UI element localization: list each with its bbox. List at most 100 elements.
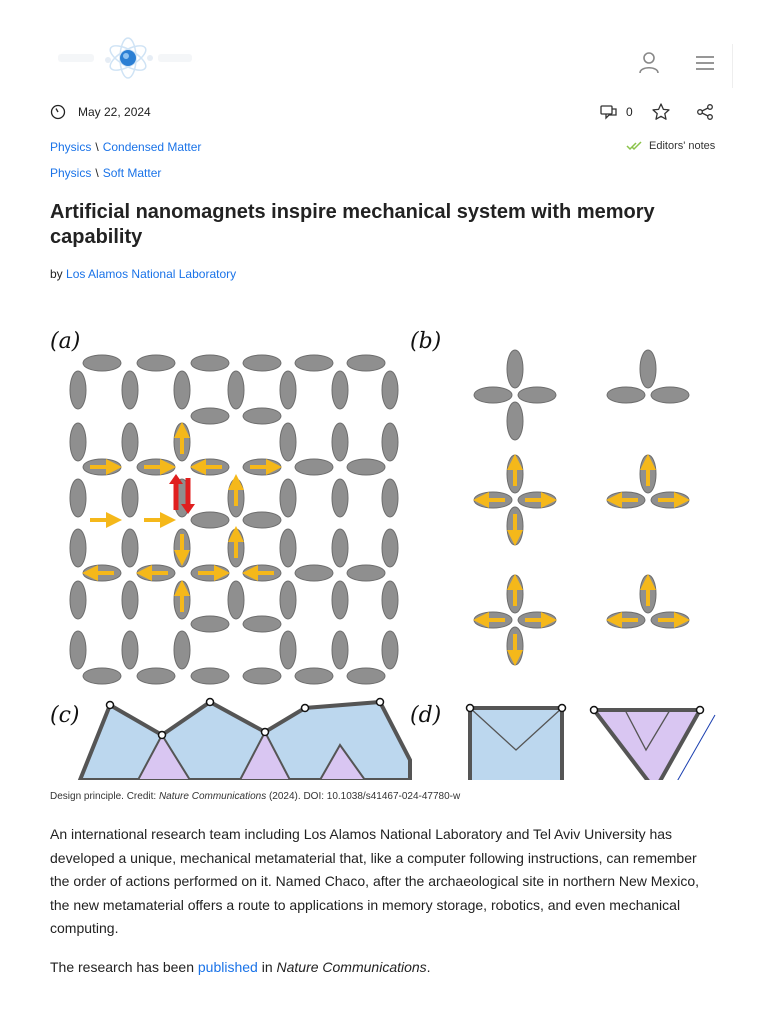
nanomagnet bbox=[346, 354, 386, 372]
nanomagnet bbox=[381, 478, 399, 518]
nanomagnet bbox=[473, 386, 513, 404]
byline: by Los Alamos National Laboratory bbox=[50, 267, 236, 281]
nanomagnet bbox=[294, 458, 334, 476]
double-check-icon bbox=[626, 141, 642, 151]
hinge bbox=[300, 703, 310, 713]
breadcrumb-link-physics[interactable]: Physics bbox=[50, 140, 92, 154]
nanomagnet bbox=[381, 422, 399, 462]
nanomagnet bbox=[331, 478, 349, 518]
nanomagnet bbox=[69, 370, 87, 410]
article-paragraph: The research has been published in Natur… bbox=[50, 956, 718, 980]
nanomagnet bbox=[242, 354, 282, 372]
nanomagnet bbox=[121, 630, 139, 670]
figure-panel-d bbox=[465, 703, 716, 780]
article-title: Artificial nanomagnets inspire mechanica… bbox=[50, 201, 655, 248]
nanomagnet bbox=[190, 615, 230, 633]
panel-label-a: (a) bbox=[50, 329, 80, 354]
nanomagnet bbox=[190, 407, 230, 425]
hinge bbox=[589, 705, 599, 715]
nanomagnet bbox=[279, 370, 297, 410]
hinge bbox=[260, 727, 270, 737]
caption-journal: Nature Communications bbox=[158, 791, 267, 802]
nanomagnet bbox=[331, 580, 349, 620]
nanomagnet bbox=[121, 370, 139, 410]
nanomagnet bbox=[242, 615, 282, 633]
comments-icon[interactable] bbox=[600, 104, 618, 121]
nanomagnet bbox=[331, 630, 349, 670]
nanomagnet bbox=[279, 580, 297, 620]
breadcrumb-link-condensed-matter[interactable]: Condensed Matter bbox=[102, 140, 202, 154]
nanomagnet bbox=[136, 354, 176, 372]
breadcrumb-separator: \ bbox=[95, 140, 99, 154]
editors-notes[interactable]: Editors' notes bbox=[626, 140, 715, 152]
hinge bbox=[465, 703, 475, 713]
caption-prefix: Design principle. Credit: bbox=[50, 791, 159, 802]
nanomagnet bbox=[190, 511, 230, 529]
tile bbox=[136, 733, 192, 780]
breadcrumb-link-physics[interactable]: Physics bbox=[50, 166, 92, 180]
flip-arrow-head bbox=[169, 474, 183, 484]
breadcrumb: Physics\Soft Matter bbox=[50, 166, 161, 180]
nanomagnet bbox=[121, 580, 139, 620]
figure-panel-c bbox=[77, 697, 412, 780]
hinge bbox=[105, 700, 115, 710]
byline-prefix: by bbox=[50, 267, 63, 281]
figure-image: (a) (b) (c) (d) bbox=[50, 329, 716, 780]
nanomagnet bbox=[346, 667, 386, 685]
nanomagnet bbox=[69, 478, 87, 518]
triangle-unit bbox=[589, 708, 704, 780]
article-figure[interactable]: (a) (b) (c) (d) bbox=[50, 320, 720, 780]
user-icon[interactable] bbox=[636, 50, 662, 76]
nanomagnet bbox=[69, 422, 87, 462]
panel-label-d: (d) bbox=[410, 703, 441, 728]
nanomagnet bbox=[639, 349, 657, 389]
article-paragraph: An international research team including… bbox=[50, 826, 699, 936]
nanomagnet bbox=[121, 478, 139, 518]
panel-label-b: (b) bbox=[410, 329, 441, 354]
header-divider bbox=[732, 44, 733, 88]
nanomagnet bbox=[331, 422, 349, 462]
nanomagnet bbox=[346, 458, 386, 476]
nanomagnet bbox=[69, 528, 87, 568]
paragraph-text: . bbox=[426, 959, 431, 975]
figure-caption: Design principle. Credit: Nature Communi… bbox=[50, 791, 460, 802]
nanomagnet bbox=[121, 422, 139, 462]
nanomagnet bbox=[136, 667, 176, 685]
nanomagnet bbox=[242, 407, 282, 425]
breadcrumb-link-soft-matter[interactable]: Soft Matter bbox=[102, 166, 162, 180]
nanomagnet bbox=[381, 580, 399, 620]
unit-edge bbox=[469, 707, 563, 751]
site-header bbox=[0, 0, 768, 96]
nanomagnet bbox=[279, 478, 297, 518]
nanomagnet bbox=[279, 528, 297, 568]
logo[interactable] bbox=[50, 36, 200, 86]
dimension-line bbox=[677, 714, 716, 780]
menu-icon[interactable] bbox=[692, 50, 718, 76]
nanomagnet bbox=[279, 422, 297, 462]
share-icon[interactable] bbox=[696, 103, 714, 121]
nanomagnet bbox=[242, 511, 282, 529]
square-unit bbox=[468, 706, 564, 780]
caption-suffix: (2024). DOI: 10.1038/s41467-024-47780-w bbox=[266, 791, 461, 802]
author-link[interactable]: Los Alamos National Laboratory bbox=[66, 267, 237, 281]
editors-notes-label: Editors' notes bbox=[649, 140, 716, 152]
published-link[interactable]: published bbox=[197, 959, 258, 975]
nanomagnet bbox=[279, 630, 297, 670]
nanomagnet bbox=[381, 528, 399, 568]
nanomagnet bbox=[294, 667, 334, 685]
breadcrumb-separator: \ bbox=[95, 166, 99, 180]
article-meta: May 22, 2024 0 bbox=[50, 102, 718, 124]
hinge bbox=[157, 730, 167, 740]
unit-edge bbox=[624, 709, 671, 752]
hinge bbox=[695, 705, 705, 715]
comments-count[interactable]: 0 bbox=[626, 105, 633, 119]
paragraph-text: The research has been bbox=[50, 959, 198, 975]
nanomagnet bbox=[517, 386, 557, 404]
nanomagnet bbox=[381, 630, 399, 670]
nanomagnet bbox=[331, 528, 349, 568]
nanomagnet bbox=[227, 580, 245, 620]
star-icon[interactable] bbox=[651, 102, 671, 122]
nanomagnet bbox=[506, 349, 524, 389]
breadcrumb: Physics\Condensed Matter bbox=[50, 140, 201, 154]
nanomagnet bbox=[69, 630, 87, 670]
